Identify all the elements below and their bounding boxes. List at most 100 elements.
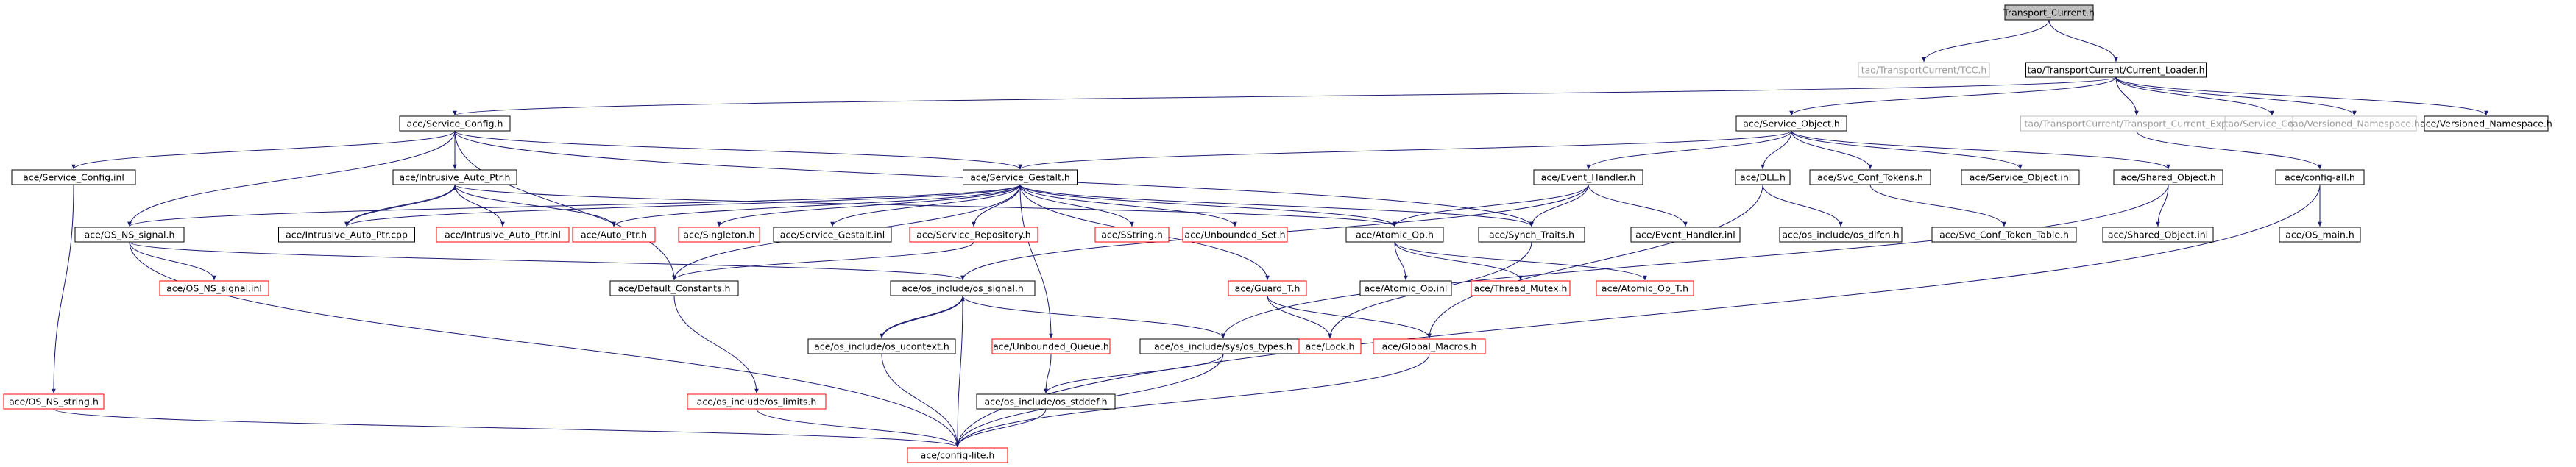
node-tc_export: tao/TransportCurrent/Transport_Current_E…: [2020, 115, 2253, 132]
edge-service_config_h-to-service_gestalt_h: [454, 130, 1022, 170]
node-service_gestalt_h[interactable]: ace/Service_Gestalt.h: [963, 169, 1078, 185]
edge-os_ns_signal_h-to-os_signal_h: [129, 241, 965, 281]
node-box: [991, 338, 1111, 354]
edge-service_gestalt_h-to-unbounded_set_h: [1019, 184, 1237, 227]
node-os_main_h[interactable]: ace/OS_main.h: [2279, 227, 2361, 243]
node-box: [278, 227, 415, 243]
node-synch_traits_h[interactable]: ace/Synch_Traits.h: [1478, 227, 1585, 243]
node-intrusive_auto_ptr_h[interactable]: ace/Intrusive_Auto_Ptr.h: [392, 169, 517, 185]
node-event_handler_h[interactable]: ace/Event_Handler.h: [1533, 169, 1643, 185]
node-label: ace/SString.h: [1101, 229, 1163, 240]
node-box: [1961, 169, 2080, 185]
node-sstring_h[interactable]: ace/SString.h: [1094, 227, 1170, 243]
edge-service_gestalt_h-to-intrusive_auto_ptr_cpp: [344, 184, 1021, 227]
node-os_signal_h[interactable]: ace/os_include/os_signal.h: [890, 280, 1036, 296]
node-intrusive_auto_ptr_inl[interactable]: ace/Intrusive_Auto_Ptr.inl: [436, 227, 570, 243]
node-current_loader[interactable]: tao/TransportCurrent/Current_Loader.h: [2025, 62, 2207, 78]
node-guard_t_h[interactable]: ace/Guard_T.h: [1228, 280, 1307, 296]
node-box: [1809, 169, 1931, 185]
edge-service_gestalt_h-to-synch_traits_h: [1019, 184, 1534, 227]
node-event_handler_inl[interactable]: ace/Event_Handler.inl: [1630, 227, 1741, 243]
edge-tc_export-to-config_all_h: [2136, 130, 2322, 170]
node-os_sys_types_h[interactable]: ace/os_include/sys/os_types.h: [1139, 338, 1307, 354]
node-service_config_inl[interactable]: ace/Service_Config.inl: [11, 169, 136, 185]
node-box: [1858, 62, 1990, 78]
node-atomic_op_inl[interactable]: ace/Atomic_Op.inl: [1359, 280, 1452, 296]
node-os_dlfcn_h[interactable]: ace/os_include/os_dlfcn.h: [1779, 227, 1903, 243]
node-box: [609, 280, 739, 296]
edge-atomic_op_h-to-atomic_op_inl: [1394, 241, 1408, 281]
node-box: [678, 227, 760, 243]
node-label: ace/os_include/os_signal.h: [902, 283, 1024, 294]
node-box: [1228, 280, 1307, 296]
node-singleton_h[interactable]: ace/Singleton.h: [678, 227, 760, 243]
node-label: ace/Unbounded_Set.h: [1184, 229, 1285, 240]
node-label: ace/Default_Constants.h: [618, 283, 731, 294]
node-intrusive_auto_ptr_cpp[interactable]: ace/Intrusive_Auto_Ptr.cpp: [278, 227, 415, 243]
edge-os_sys_types_h-to-os_stddef_h: [1044, 353, 1224, 394]
node-atomic_op_t_h[interactable]: ace/Atomic_Op_T.h: [1596, 280, 1694, 296]
node-service_config_h[interactable]: ace/Service_Config.h: [399, 115, 511, 132]
node-transport_current[interactable]: Transport_Current.h: [2003, 4, 2095, 21]
edge-service_gestalt_h-to-singleton_h: [717, 184, 1021, 227]
node-box: [1182, 227, 1288, 243]
node-box: [2102, 227, 2214, 243]
node-box: [572, 227, 656, 243]
node-default_constants_h[interactable]: ace/Default_Constants.h: [609, 280, 739, 296]
edge-os_ns_string_h-to-config_lite_h: [53, 408, 960, 448]
edge-atomic_op_h-to-thread_mutex_h: [1394, 241, 1523, 281]
node-os_ns_string_h[interactable]: ace/OS_NS_string.h: [3, 393, 105, 410]
edge-shared_object_h-to-shared_object_inl: [2156, 184, 2169, 227]
edge-atomic_op_h-to-atomic_op_t_h: [1394, 241, 1647, 281]
edge-guard_t_h-to-global_macros_h: [1267, 295, 1432, 339]
node-box: [687, 393, 827, 410]
node-label: ace/OS_NS_string.h: [9, 396, 99, 407]
node-label: ace/os_include/os_dlfcn.h: [1782, 229, 1899, 240]
node-service_repository_h[interactable]: ace/Service_Repository.h: [909, 227, 1038, 243]
node-shared_object_h[interactable]: ace/Shared_Object.h: [2113, 169, 2223, 185]
node-os_stddef_h[interactable]: ace/os_include/os_stddef.h: [976, 393, 1116, 410]
node-unbounded_queue_h[interactable]: ace/Unbounded_Queue.h: [991, 338, 1111, 354]
node-os_ns_signal_h[interactable]: ace/OS_NS_signal.h: [74, 227, 185, 243]
node-unbounded_set_h[interactable]: ace/Unbounded_Set.h: [1182, 227, 1288, 243]
node-global_macros_h[interactable]: ace/Global_Macros.h: [1373, 338, 1486, 354]
node-label: ace/Atomic_Op.h: [1356, 229, 1434, 240]
node-shared_object_inl[interactable]: ace/Shared_Object.inl: [2102, 227, 2214, 243]
node-box: [2025, 62, 2207, 78]
node-service_object_h[interactable]: ace/Service_Object.h: [1735, 115, 1847, 132]
node-ace_versioned_ns[interactable]: ace/Versioned_Namespace.h: [2420, 115, 2552, 132]
node-config_lite_h[interactable]: ace/config-lite.h: [907, 447, 1008, 463]
node-box: [3, 393, 105, 410]
node-os_ns_signal_inl[interactable]: ace/OS_NS_signal.inl: [159, 280, 269, 296]
node-os_ucontext_h[interactable]: ace/os_include/os_ucontext.h: [807, 338, 956, 354]
node-service_object_inl[interactable]: ace/Service_Object.inl: [1961, 169, 2080, 185]
edge-os_signal_h-to-os_ucontext_h: [880, 295, 963, 339]
node-label: ace/OS_NS_signal.h: [85, 229, 175, 240]
node-label: ace/OS_main.h: [2285, 229, 2354, 240]
edge-current_loader-to-tc_export: [2115, 76, 2139, 116]
edge-service_object_h-to-event_handler_h: [1586, 130, 1792, 170]
node-auto_ptr_h[interactable]: ace/Auto_Ptr.h: [572, 227, 656, 243]
node-os_limits_h[interactable]: ace/os_include/os_limits.h: [687, 393, 827, 410]
node-config_all_h[interactable]: ace/config-all.h: [2275, 169, 2365, 185]
node-dll_h[interactable]: ace/DLL.h: [1735, 169, 1791, 185]
edge-os_ns_signal_h-to-os_ns_signal_inl: [129, 241, 216, 281]
node-label: ace/Event_Handler.inl: [1635, 229, 1735, 240]
edge-service_config_inl-to-os_ns_string_h: [52, 184, 74, 394]
node-box: [2292, 115, 2417, 132]
node-svc_conf_token_table_h[interactable]: ace/Svc_Conf_Token_Table.h: [1931, 227, 2077, 243]
node-svc_conf_tokens_h[interactable]: ace/Svc_Conf_Tokens.h: [1809, 169, 1931, 185]
edge-default_constants_h-to-os_limits_h: [673, 295, 759, 394]
edge-global_macros_h-to-config_lite_h: [955, 353, 1430, 448]
edge-transport_current-to-tcc: [1922, 19, 2050, 63]
node-box: [1533, 169, 1643, 185]
node-service_gestalt_inl[interactable]: ace/Service_Gestalt.inl: [773, 227, 892, 243]
edge-config_all_h-to-config_lite_h: [955, 184, 2321, 448]
node-lock_h[interactable]: ace/Lock.h: [1298, 338, 1362, 354]
node-atomic_op_h[interactable]: ace/Atomic_Op.h: [1345, 227, 1444, 243]
edge-service_gestalt_h-to-unbounded_queue_h: [1019, 184, 1053, 339]
node-box: [963, 169, 1078, 185]
node-thread_mutex_h[interactable]: ace/Thread_Mutex.h: [1471, 280, 1571, 296]
node-label: ace/DLL.h: [1740, 172, 1786, 183]
